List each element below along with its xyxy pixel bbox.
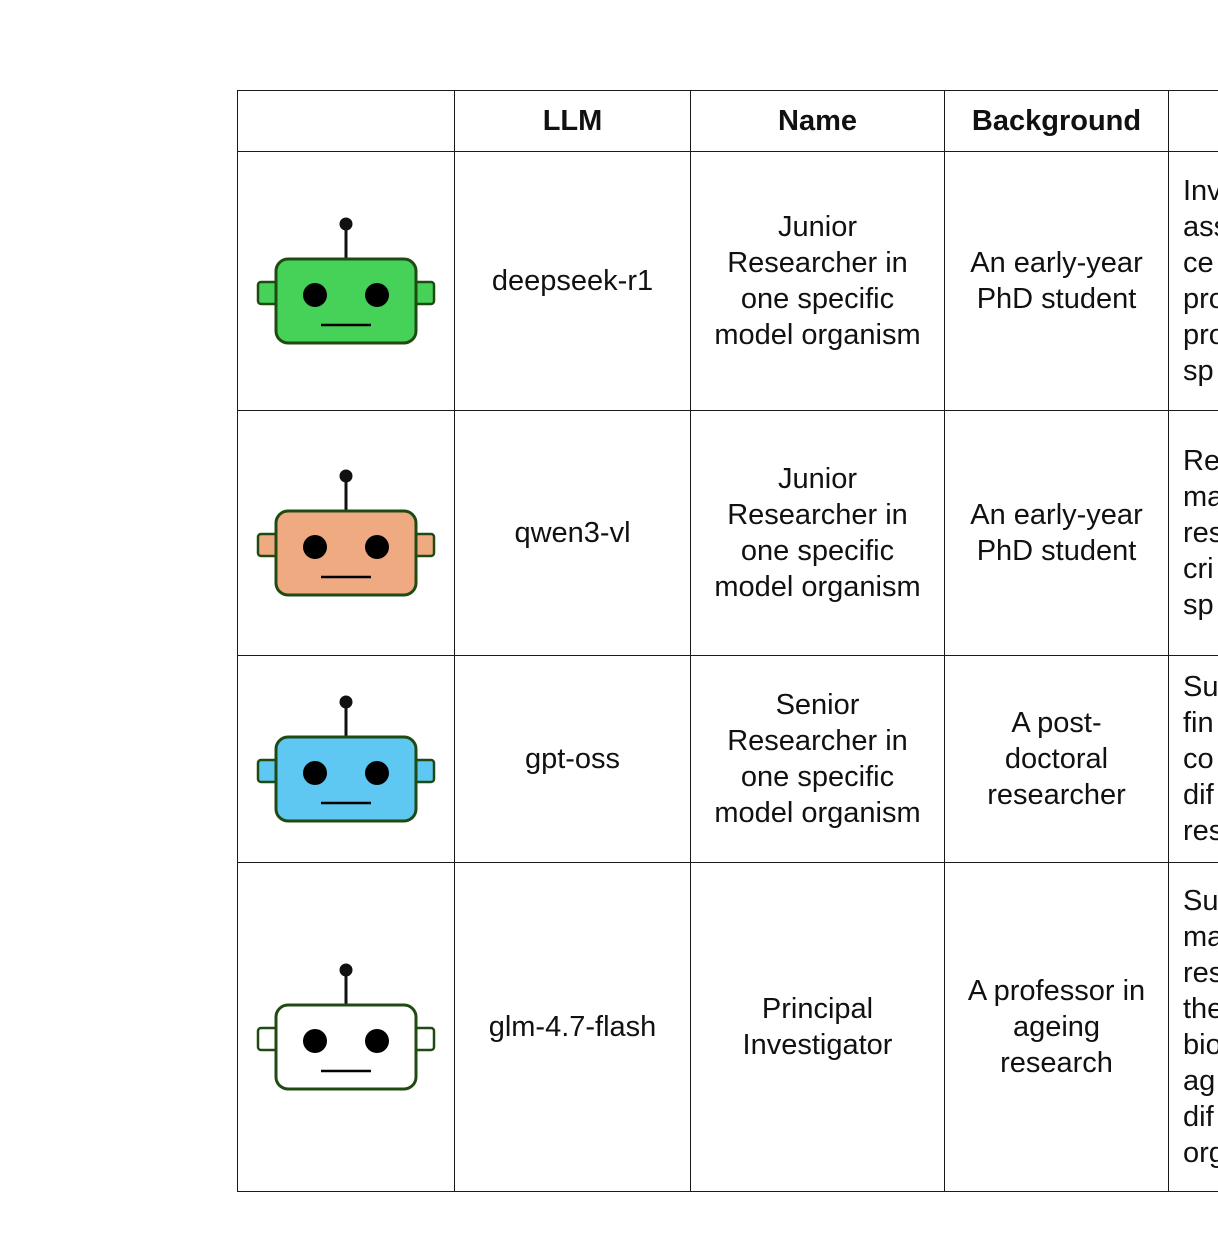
description-cell: Su fin co dif res (1168, 655, 1218, 863)
icon-cell (237, 862, 455, 1192)
llm-cell: deepseek-r1 (454, 151, 691, 411)
table-row: qwen3-vl Junior Researcher in one specif… (237, 410, 1218, 656)
icon-cell (237, 655, 455, 863)
robot-face-icon (256, 695, 436, 823)
persona-name-cell: Principal Investigator (690, 862, 945, 1192)
personas-table: LLM Name Background deepseek-r1 Junior R… (237, 90, 1218, 1192)
persona-name-cell: Senior Researcher in one specific model … (690, 655, 945, 863)
robot-face-icon (256, 217, 436, 345)
background-cell: An early-year PhD student (944, 410, 1169, 656)
llm-cell: gpt-oss (454, 655, 691, 863)
icon-cell (237, 410, 455, 656)
table-row: glm-4.7-flash Principal Investigator A p… (237, 862, 1218, 1192)
llm-cell: glm-4.7-flash (454, 862, 691, 1192)
persona-name-cell: Junior Researcher in one specific model … (690, 151, 945, 411)
robot-face-icon (256, 469, 436, 597)
icon-cell (237, 151, 455, 411)
description-cell: Re ma res cri sp (1168, 410, 1218, 656)
background-cell: An early-year PhD student (944, 151, 1169, 411)
description-cell: Inv ass ce pro pro sp (1168, 151, 1218, 411)
header-icon (237, 90, 455, 152)
header-row: LLM Name Background (237, 90, 1218, 152)
header-llm: LLM (454, 90, 691, 152)
background-cell: A professor in ageing research (944, 862, 1169, 1192)
robot-face-icon (256, 963, 436, 1091)
table-row: deepseek-r1 Junior Researcher in one spe… (237, 151, 1218, 411)
header-name: Name (690, 90, 945, 152)
personas-table-container: LLM Name Background deepseek-r1 Junior R… (237, 90, 1218, 1194)
persona-name-cell: Junior Researcher in one specific model … (690, 410, 945, 656)
llm-cell: qwen3-vl (454, 410, 691, 656)
table-row: gpt-oss Senior Researcher in one specifi… (237, 655, 1218, 863)
header-background: Background (944, 90, 1169, 152)
description-cell: Su ma res the bio ag dif org (1168, 862, 1218, 1192)
background-cell: A post- doctoral researcher (944, 655, 1169, 863)
header-description (1168, 90, 1218, 152)
